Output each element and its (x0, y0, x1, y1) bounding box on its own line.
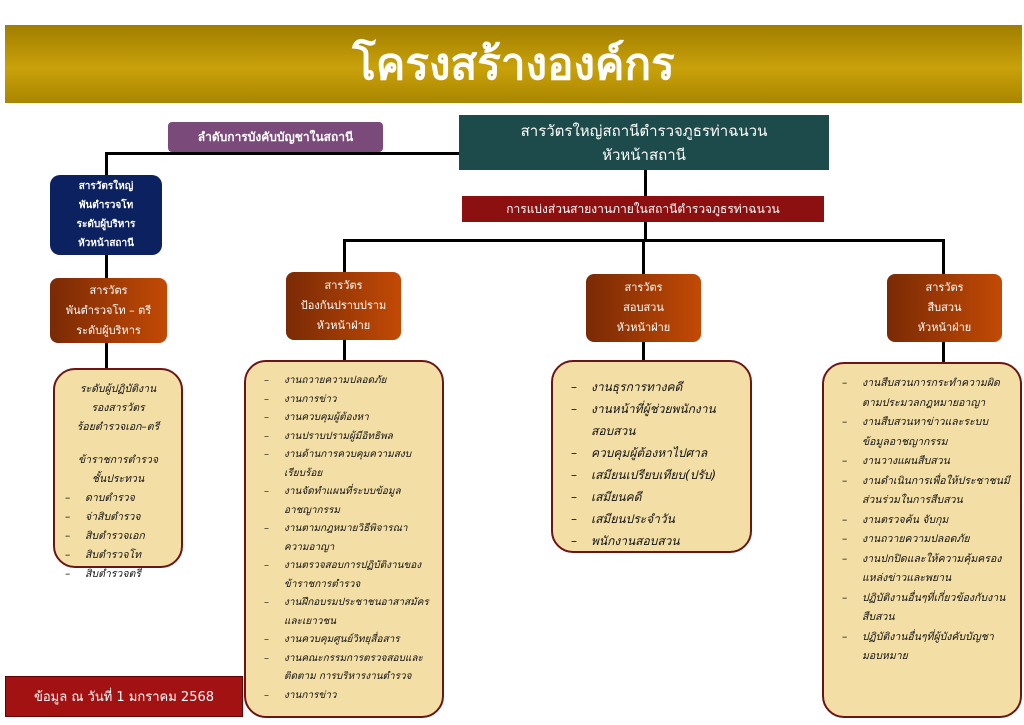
list-item: งานถวายความปลอดภัย (842, 530, 1010, 550)
inspector-rank-line: พันตำรวจโท – ตรี (65, 303, 152, 317)
list-item: งานจัดทำแผนที่ระบบข้อมูลอาชญากรรม (264, 483, 432, 520)
list-item: สิบตำรวจเอก (65, 527, 171, 546)
list-item: งานดำเนินการเพื่อให้ประชาชนมีส่วนร่วมในก… (842, 472, 1010, 511)
list-item: งานการข่าว (264, 391, 432, 410)
connector-line (105, 343, 108, 369)
chief-rank-box: สารวัตรใหญ่ พันตำรวจโท ระดับผู้บริหาร หั… (50, 175, 162, 255)
chief-rank-line: สารวัตรใหญ่ (78, 181, 134, 192)
staff-rank-box: ระดับผู้ปฏิบัติงาน รองสารวัตร ร้อยตำรวจเ… (53, 368, 183, 584)
list-item: สิบตำรวจตรี (65, 565, 171, 584)
list-item: ควบคุมผู้ต้องหาไปศาล (571, 442, 740, 464)
list-item: เสมียนประจำวัน (571, 508, 740, 530)
list-item: งานวางแผนสืบสวน (842, 452, 1010, 472)
data-date-note: ข้อมูล ณ วันที่ 1 มกราคม 2568 (5, 676, 243, 717)
inspector-rank-line: สารวัตร (89, 283, 128, 297)
station-chief-title: สารวัตรใหญ่สถานีตำรวจภูธรท่าฉนวน (520, 121, 768, 140)
list-item: งานสืบสวนหาข่าวและระบบข้อมูลอาชญากรรม (842, 413, 1010, 452)
staff-header: ระดับผู้ปฏิบัติงาน (79, 383, 157, 395)
command-chain-label: ลำดับการบังคับบัญชาในสถานี (168, 122, 383, 152)
division-head-line: สารวัตร (925, 281, 964, 294)
inquiry-duties-list: งานธุรการทางคดีงานหน้าที่ผู้ช่วยพนักงานส… (571, 376, 740, 552)
staff-header: รองสารวัตร (91, 402, 145, 414)
list-item: เสมียนเปรียบเทียบ(ปรับ) (571, 464, 740, 486)
list-item: งานถวายความปลอดภัย (264, 372, 432, 391)
division-head-line: หัวหน้าฝ่าย (616, 321, 671, 334)
investigation-duties-list: งานสืบสวนการกระทำความผิดตามประมวลกฎหมายอ… (842, 374, 1010, 667)
connector-line (105, 255, 108, 279)
division-head-line: สอบสวน (623, 301, 664, 314)
list-item: งานควบคุมผู้ต้องหา (264, 409, 432, 428)
division-head-line: ป้องกันปราบปราม (300, 299, 387, 312)
division-label: การแบ่งส่วนสายงานภายในสถานีตำรวจภูธรท่าฉ… (462, 196, 824, 222)
division-head-line: หัวหน้าฝ่าย (316, 319, 371, 332)
prevention-duties-list: งานถวายความปลอดภัยงานการข่าวงานควบคุมผู้… (264, 372, 432, 705)
connector-line (343, 239, 346, 273)
list-item: งานการข่าว (264, 687, 432, 706)
list-item: ปฏิบัติงานอื่นๆที่เกี่ยวข้องกับงานสืบสวน (842, 589, 1010, 628)
connector-line (642, 342, 645, 362)
inquiry-duties-box: งานธุรการทางคดีงานหน้าที่ผู้ช่วยพนักงานส… (551, 360, 752, 553)
list-item: งานตรวจค้น จับกุม (842, 511, 1010, 531)
division-head-line: สารวัตร (324, 279, 363, 292)
list-item: งานด้านการควบคุมความสงบเรียบร้อย (264, 446, 432, 483)
list-item: พนักงานสอบสวน (571, 530, 740, 552)
division-head-prevention: สารวัตร ป้องกันปราบปราม หัวหน้าฝ่าย (286, 272, 401, 340)
list-item: งานปกปิดและให้ความคุ้มครองแหล่งข่าวและพย… (842, 550, 1010, 589)
list-item: งานหน้าที่ผู้ช่วยพนักงานสอบสวน (571, 398, 740, 442)
list-item: งานปราบปรามผู้มีอิทธิพล (264, 428, 432, 447)
list-item: งานตรวจสอบการปฏิบัติงานของข้าราชการตำรวจ (264, 557, 432, 594)
list-item: สิบตำรวจโท (65, 546, 171, 565)
staff-subheader: ข้าราชการตำรวจ (77, 454, 159, 466)
chief-rank-line: พันตำรวจโท (78, 200, 134, 211)
list-item: งานสืบสวนการกระทำความผิดตามประมวลกฎหมายอ… (842, 374, 1010, 413)
inspector-rank-line: ระดับผู้บริหาร (76, 323, 141, 337)
prevention-duties-box: งานถวายความปลอดภัยงานการข่าวงานควบคุมผู้… (244, 360, 444, 718)
chief-rank-line: หัวหน้าสถานี (78, 238, 134, 249)
list-item: เสมียนคดี (571, 486, 740, 508)
list-item: งานธุรการทางคดี (571, 376, 740, 398)
list-item: ดาบตำรวจ (65, 489, 171, 508)
list-item: งานตามกฎหมายวิธีพิจารณาความอาญา (264, 520, 432, 557)
staff-rank-list: ดาบตำรวจ จ่าสิบตำรวจ สิบตำรวจเอก สิบตำรว… (65, 489, 171, 584)
staff-header: ร้อยตำรวจเอก–ตรี (76, 421, 160, 433)
station-chief-box: สารวัตรใหญ่สถานีตำรวจภูธรท่าฉนวน หัวหน้า… (459, 115, 829, 170)
list-item: งานคณะกรรมการตรวจสอบและติดตาม การบริหารง… (264, 650, 432, 687)
list-item: ปฏิบัติงานอื่นๆที่ผู้บังคับบัญชามอบหมาย (842, 628, 1010, 667)
connector-line (942, 239, 945, 275)
investigation-duties-box: งานสืบสวนการกระทำความผิดตามประมวลกฎหมายอ… (822, 362, 1022, 718)
connector-line (942, 342, 945, 364)
connector-line (343, 340, 346, 362)
list-item: งานฝึกอบรมประชาชนอาสาสมัครและเยาวชน (264, 594, 432, 631)
list-item: งานควบคุมศูนย์วิทยุสื่อสาร (264, 631, 432, 650)
connector-line (106, 152, 460, 155)
inspector-rank-box: สารวัตร พันตำรวจโท – ตรี ระดับผู้บริหาร (50, 278, 167, 343)
division-head-investigation: สารวัตร สืบสวน หัวหน้าฝ่าย (887, 274, 1002, 342)
station-chief-role: หัวหน้าสถานี (602, 145, 686, 164)
chief-rank-line: ระดับผู้บริหาร (76, 219, 136, 230)
division-head-inquiry: สารวัตร สอบสวน หัวหน้าฝ่าย (586, 274, 701, 342)
connector-line (105, 152, 108, 176)
staff-subheader: ชั้นประทวน (91, 473, 145, 485)
division-head-line: สารวัตร (624, 281, 663, 294)
page-title: โครงสร้างองค์กร (5, 25, 1022, 103)
division-head-line: สืบสวน (927, 301, 962, 314)
list-item: จ่าสิบตำรวจ (65, 508, 171, 527)
division-head-line: หัวหน้าฝ่าย (917, 321, 972, 334)
connector-line (642, 239, 645, 275)
